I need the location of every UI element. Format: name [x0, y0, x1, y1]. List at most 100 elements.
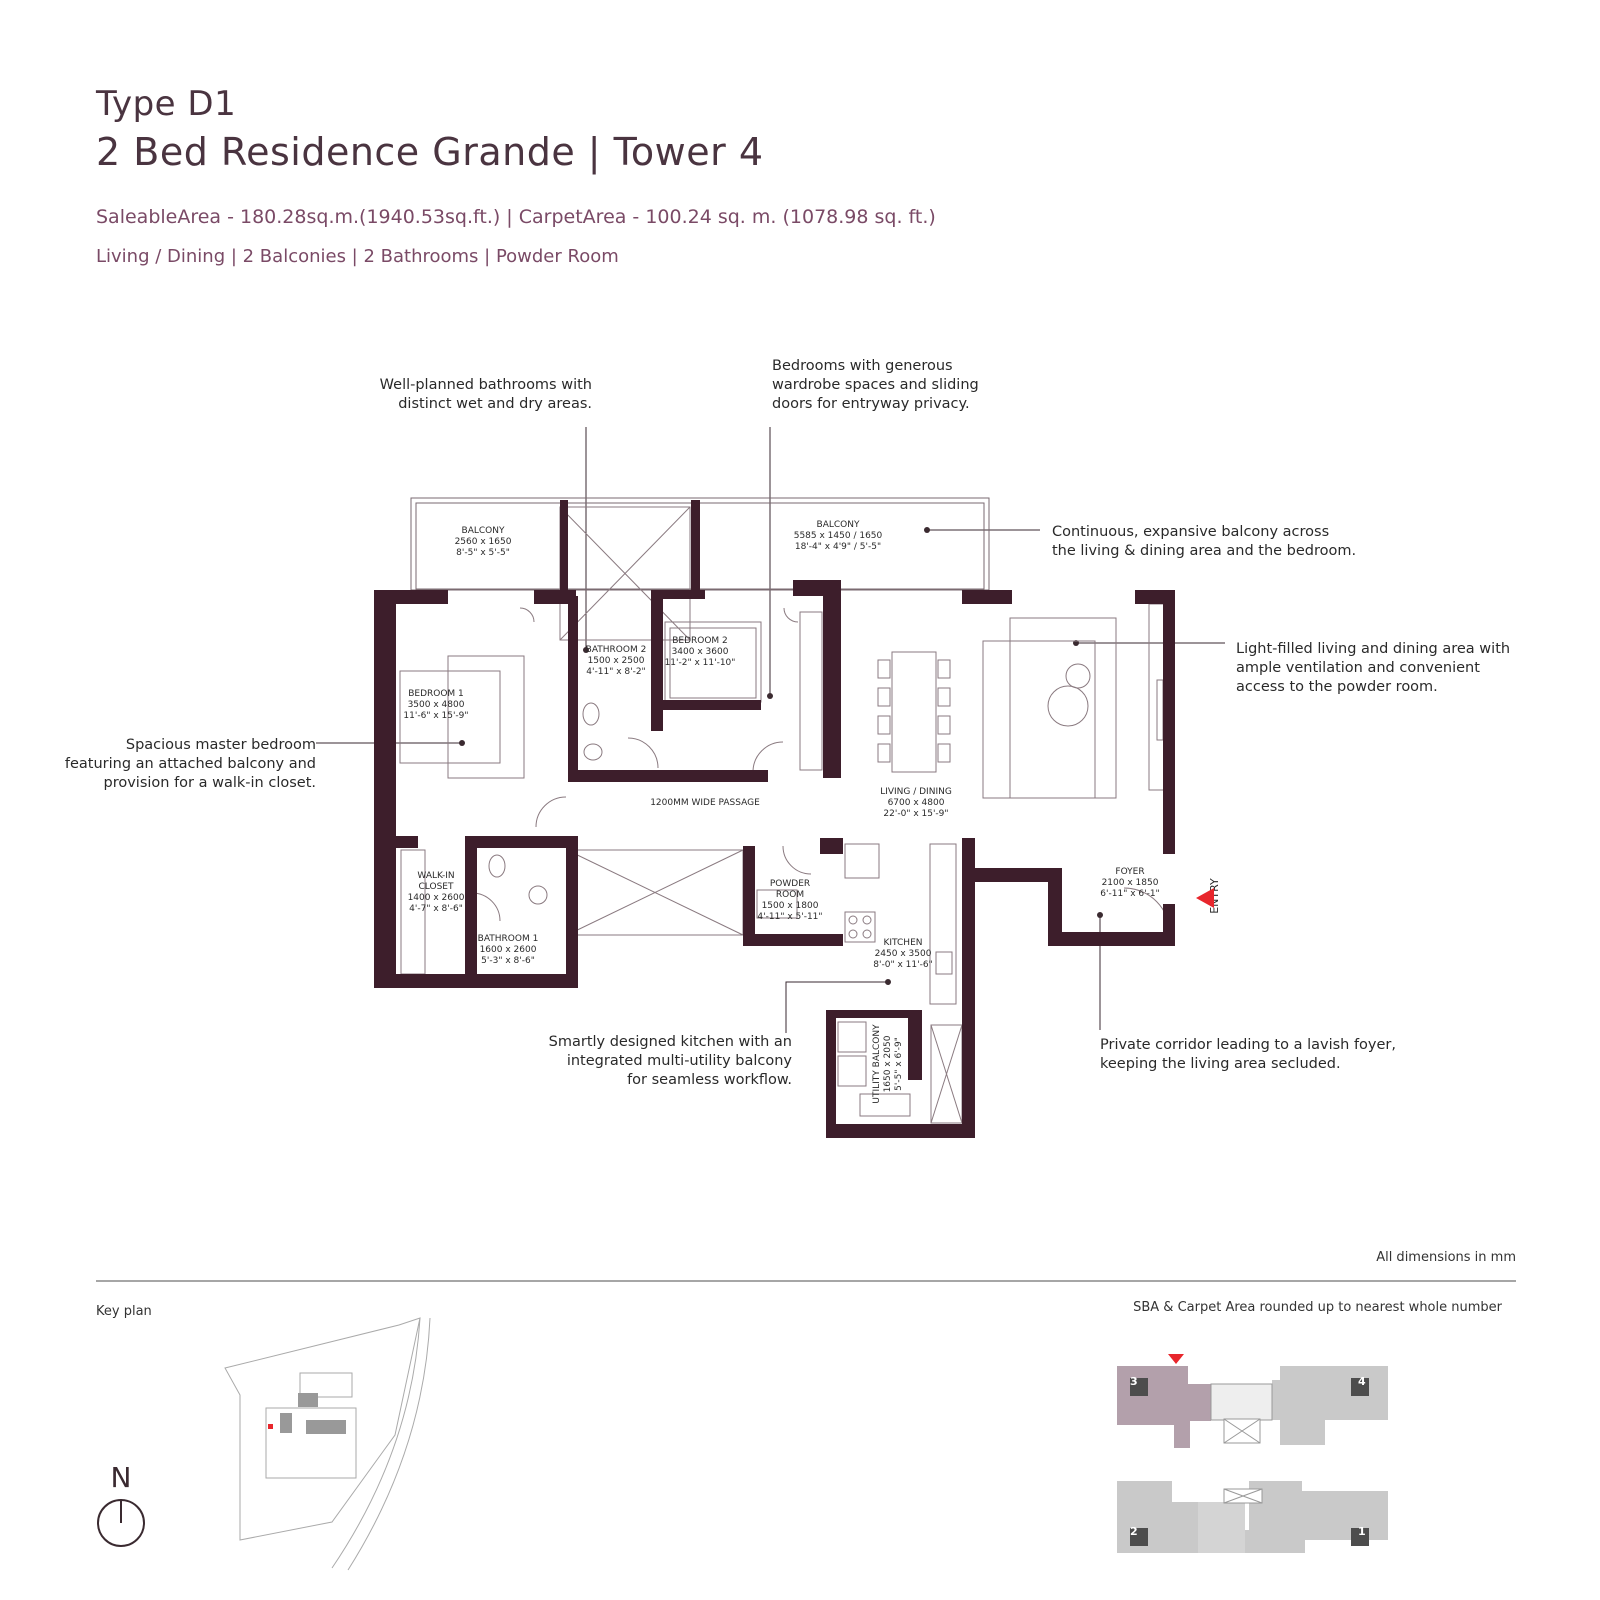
leader-dot: [885, 979, 891, 985]
side-table: [1065, 663, 1091, 689]
room-label: 1500 x 1800: [762, 901, 819, 911]
basin: [528, 885, 548, 905]
callout-kitchen: Smartly designed kitchen with an integra…: [500, 1033, 792, 1090]
wardrobe: [799, 611, 823, 771]
dimensions-note: All dimensions in mm: [1376, 1250, 1516, 1265]
wall: [568, 770, 768, 782]
room-label: 6'-11" x 6'-1": [1100, 889, 1159, 899]
wc: [582, 702, 600, 726]
tower-badge: [1130, 1528, 1148, 1546]
callout-line: featuring an attached balcony and: [64, 756, 316, 772]
tower-link: [1198, 1502, 1245, 1553]
wall: [826, 1010, 836, 1138]
wall: [568, 596, 578, 772]
key-plan-label: Key plan: [96, 1304, 152, 1319]
wall: [826, 1010, 922, 1018]
tower-badge: [1130, 1378, 1148, 1396]
callout-line: distinct wet and dry areas.: [398, 396, 592, 412]
room-label: BALCONY: [817, 520, 860, 530]
door-swing: [627, 737, 659, 769]
room-label: 8'-5" x 5'-5": [456, 548, 510, 558]
wall: [374, 974, 566, 988]
site-road: [347, 1317, 431, 1571]
wall: [396, 836, 418, 848]
wall: [823, 580, 841, 778]
bed-1: [399, 670, 501, 764]
room-label: BEDROOM 1: [408, 689, 464, 699]
room-label: 2450 x 3500: [875, 949, 932, 959]
area-info: SaleableArea - 180.28sq.m.(1940.53sq.ft.…: [96, 206, 936, 228]
room-label: BATHROOM 1: [478, 934, 539, 944]
rounding-note: SBA & Carpet Area rounded up to nearest …: [1133, 1300, 1502, 1315]
room-label: 1500 x 2500: [588, 656, 645, 666]
tower-number: 3: [1130, 1375, 1138, 1388]
room-label: 2560 x 1650: [455, 537, 512, 547]
room-label: FOYER: [1115, 867, 1144, 877]
room-label: 8'-0" x 11'-6": [873, 960, 932, 970]
leader-dot: [924, 527, 930, 533]
wall: [908, 1010, 922, 1080]
room-label: KITCHEN: [884, 938, 923, 948]
wall: [560, 500, 568, 600]
room-label: 4'-11" x 5'-11": [757, 912, 822, 922]
room-label: 1200MM WIDE PASSAGE: [650, 798, 760, 808]
callout-line: ample ventilation and convenient: [1236, 660, 1480, 676]
rug: [1009, 617, 1117, 799]
fridge: [844, 843, 880, 879]
callout-line: access to the powder room.: [1236, 679, 1438, 695]
kitchen-counter: [929, 843, 957, 1005]
callout-line: doors for entryway privacy.: [772, 396, 970, 412]
callout-line: for seamless workflow.: [627, 1072, 792, 1088]
tower-badge: [1351, 1378, 1369, 1396]
room-label: 18'-4" x 4'9" / 5'-5": [795, 542, 881, 552]
room-label: 5'-5" x 6'-9": [894, 1037, 904, 1091]
wall: [374, 590, 396, 988]
wall: [962, 590, 1012, 604]
room-label: ROOM: [776, 890, 804, 900]
room-label: 11'-2" x 11'-10": [665, 658, 736, 668]
door-swing: [519, 607, 535, 623]
callout-balcony: Continuous, expansive balcony across the…: [1052, 523, 1392, 561]
site-towers: [280, 1393, 346, 1434]
door-swing: [783, 607, 799, 623]
room-label: 1600 x 2600: [480, 945, 537, 955]
bed-2-inner: [669, 627, 757, 699]
room-labels: BALCONY 2560 x 1650 8'-5" x 5'-5" BALCON…: [403, 520, 1221, 1104]
wall: [743, 846, 755, 946]
callout-line: provision for a walk-in closet.: [103, 775, 317, 791]
callout-bathrooms: Well-planned bathrooms with distinct wet…: [330, 376, 592, 414]
unit-type: Type D1: [96, 84, 237, 124]
room-label: 1400 x 2600: [408, 893, 465, 903]
room-label: 11'-6" x 15'-9": [403, 711, 468, 721]
wall: [566, 836, 578, 988]
wall: [962, 838, 975, 1138]
page-title: 2 Bed Residence Grande | Tower 4: [96, 130, 764, 174]
room-label: 5585 x 1450 / 1650: [794, 531, 883, 541]
wall: [651, 700, 761, 710]
room-label: 22'-0" x 15'-9": [883, 809, 948, 819]
wall: [465, 836, 566, 848]
tower-number: 2: [1130, 1525, 1138, 1538]
wall: [1163, 590, 1175, 854]
door-swing: [752, 741, 784, 773]
tower-number: 1: [1358, 1525, 1366, 1538]
callout-line: integrated multi-utility balcony: [566, 1053, 792, 1069]
bed-1-frame: [447, 655, 525, 779]
site-road: [331, 1317, 421, 1569]
sink: [935, 951, 953, 975]
room-label: 2100 x 1850: [1102, 878, 1159, 888]
wall: [1048, 932, 1175, 946]
utility-sink: [859, 1093, 911, 1117]
room-label: LIVING / DINING: [880, 787, 952, 797]
room-label: WALK-IN: [417, 871, 454, 881]
room-label: 1650 x 2050: [883, 1035, 893, 1092]
leader-dot: [1097, 912, 1103, 918]
wall: [651, 596, 663, 731]
features-info: Living / Dining | 2 Balconies | 2 Bathro…: [96, 246, 619, 267]
callout-line: keeping the living area secluded.: [1100, 1056, 1341, 1072]
tower-key-plan: 3 4 2 1: [1117, 1354, 1388, 1553]
door-swing: [535, 796, 567, 828]
room-label: BEDROOM 2: [672, 636, 728, 646]
site-key-plan: [224, 1317, 431, 1571]
